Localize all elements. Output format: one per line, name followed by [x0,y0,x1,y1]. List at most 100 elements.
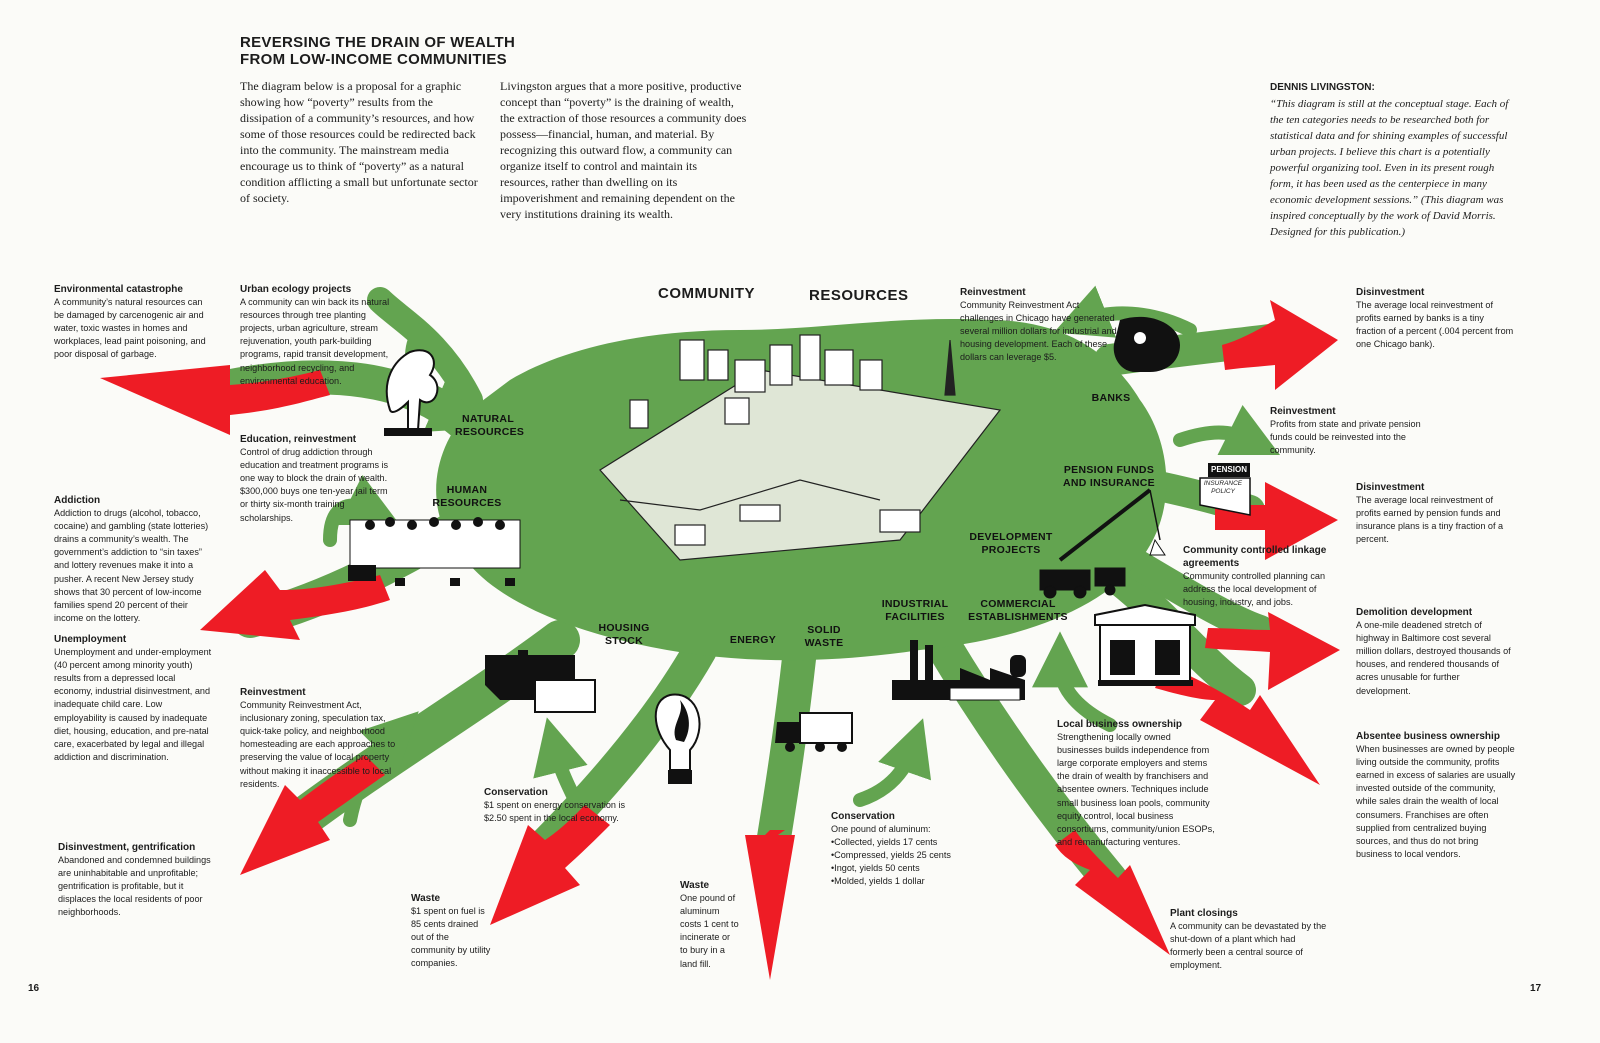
note-body: A community can be devastated by the shu… [1170,921,1327,971]
note-body: Community Reinvestment Act challenges in… [960,300,1117,363]
note-body: Abandoned and condemned buildings are un… [58,855,211,918]
title-line-2: FROM LOW-INCOME COMMUNITIES [240,51,507,68]
lightbulb-icon [654,693,701,784]
label-housing-stock: HOUSING STOCK [598,622,650,647]
note-body: Unemployment and under-employment (40 pe… [54,647,212,762]
note-body: Profits from state and private pension f… [1270,419,1421,456]
arrow-disinvest-banks [1222,300,1338,390]
note-local-business-ownership: Local business ownership Strengthening l… [1057,718,1217,849]
note-body: A community can win back its natural res… [240,297,390,386]
red-drain-arrows [100,300,1340,980]
label-energy: ENERGY [729,634,777,646]
note-demolition-development: Demolition development A one-mile deaden… [1356,606,1516,698]
crane-icon [1039,488,1166,599]
note-environmental-catastrophe: Environmental catastrophe A community’s … [54,283,214,362]
arrow-absentee [1155,665,1320,785]
note-heading: Disinvestment [1356,287,1425,298]
note-conservation-energy: Conservation $1 spent on energy conserva… [484,786,629,825]
factory-icon [892,640,1026,701]
label-human-resources: HUMAN RESOURCES [432,484,502,509]
crowd-icon [348,517,521,586]
arrow-addiction [200,570,390,640]
note-body: One pound of aluminum: •Collected, yield… [831,824,951,887]
note-heading: Waste [680,880,710,891]
arrow-waste-energy [490,805,610,925]
note-heading: Waste [411,893,441,904]
note-waste-energy: Waste $1 spent on fuel is 85 cents drain… [411,892,491,971]
label-industrial-facilities: INDUSTRIAL FACILITIES [881,598,949,623]
note-waste-solid: Waste One pound of aluminum costs 1 cent… [680,879,740,971]
storefront-icon [1094,603,1196,686]
diagram-artwork [100,285,1340,980]
note-body: One pound of aluminum costs 1 cent to in… [680,893,739,969]
note-absentee-business: Absentee business ownership When busines… [1356,730,1516,861]
note-heading: Environmental catastrophe [54,284,183,295]
note-urban-ecology: Urban ecology projects A community can w… [240,283,395,388]
arrow-disinvest-pension [1215,482,1338,560]
pension-sign-text: PENSION [1210,465,1247,474]
center-word-community: COMMUNITY [658,285,755,302]
note-conservation-solid: Conservation One pound of aluminum: •Col… [831,810,971,889]
quote-author: DENNIS LIVINGSTON: [1270,82,1375,93]
pig-icon [1113,316,1180,372]
note-linkage-agreements: Community controlled linkage agreements … [1183,544,1333,609]
label-solid-waste: SOLID WASTE [804,624,844,649]
note-heading: Conservation [831,811,895,822]
note-heading: Reinvestment [240,687,306,698]
note-heading: Reinvestment [960,287,1026,298]
note-heading: Unemployment [54,634,127,645]
page-number-left: 16 [28,983,40,994]
note-heading: Education, reinvestment [240,434,357,445]
note-heading: Disinvestment [1356,482,1425,493]
note-heading: Urban ecology projects [240,284,352,295]
flow-demolition [1115,545,1275,645]
note-disinvestment-banks: Disinvestment The average local reinvest… [1356,286,1516,351]
note-heading: Community controlled linkage agreements [1183,545,1327,570]
quote-text: “This diagram is still at the conceptual… [1270,98,1509,238]
note-body: Community Reinvestment Act, inclusionary… [240,700,396,789]
label-natural-resources: NATURAL RESOURCES [455,413,525,438]
house-icon [485,650,596,713]
note-reinvestment-housing: Reinvestment Community Reinvestment Act,… [240,686,396,791]
note-disinvestment-gentrification: Disinvestment, gentrification Abandoned … [58,841,213,920]
label-development-projects: DEVELOPMENT PROJECTS [969,531,1053,556]
arrow-plant [1055,830,1170,955]
note-body: The average local reinvestment of profit… [1356,300,1514,350]
arrow-env [100,365,330,435]
note-body: Strengthening locally owned businesses b… [1057,732,1215,847]
page-number-right: 17 [1530,983,1542,994]
intro-column-1: The diagram below is a proposal for a gr… [240,79,478,205]
note-heading: Addiction [54,495,101,506]
note-reinvestment-pension: Reinvestment Profits from state and priv… [1270,405,1430,457]
note-education-reinvestment: Education, reinvestment Control of drug … [240,433,395,525]
note-heading: Plant closings [1170,908,1238,919]
note-heading: Absentee business ownership [1356,731,1500,742]
note-body: $1 spent on fuel is 85 cents drained out… [411,906,491,969]
note-heading: Demolition development [1356,607,1473,618]
arrow-waste-solid [745,830,795,980]
policy-sign-text: INSURANCE POLICY [1203,480,1243,495]
note-heading: Conservation [484,787,548,798]
label-pension-funds: PENSION FUNDS AND INSURANCE [1063,464,1155,489]
label-commercial-establishments: COMMERCIAL ESTABLISHMENTS [968,598,1068,623]
note-body: Addiction to drugs (alcohol, tobacco, co… [54,508,209,623]
note-unemployment: Unemployment Unemployment and under-empl… [54,633,216,764]
center-word-resources: RESOURCES [809,287,909,304]
note-body: When businesses are owned by people livi… [1356,744,1516,859]
city-illustration [599,334,1002,561]
page-title: REVERSING THE DRAIN OF WEALTH FROM LOW-I… [240,34,515,68]
note-plant-closings: Plant closings A community can be devast… [1170,907,1330,972]
note-body: The average local reinvestment of profit… [1356,495,1504,545]
note-addiction: Addiction Addiction to drugs (alcohol, t… [54,494,214,625]
pension-policy-icon [1199,463,1251,516]
note-body: A one-mile deadened stretch of highway i… [1356,620,1511,696]
arrow-demolition [1205,612,1340,690]
title-line-1: REVERSING THE DRAIN OF WEALTH [240,34,516,51]
garbage-truck-icon [775,712,853,752]
note-body: $1 spent on energy conservation is $2.50… [484,800,626,824]
note-body: A community’s natural resources can be d… [54,297,206,360]
tree-icon [384,349,439,436]
intro-column-2: Livingston argues that a more positive, … [500,79,747,221]
note-body: Control of drug addiction through educat… [240,447,389,523]
note-heading: Disinvestment, gentrification [58,842,196,853]
